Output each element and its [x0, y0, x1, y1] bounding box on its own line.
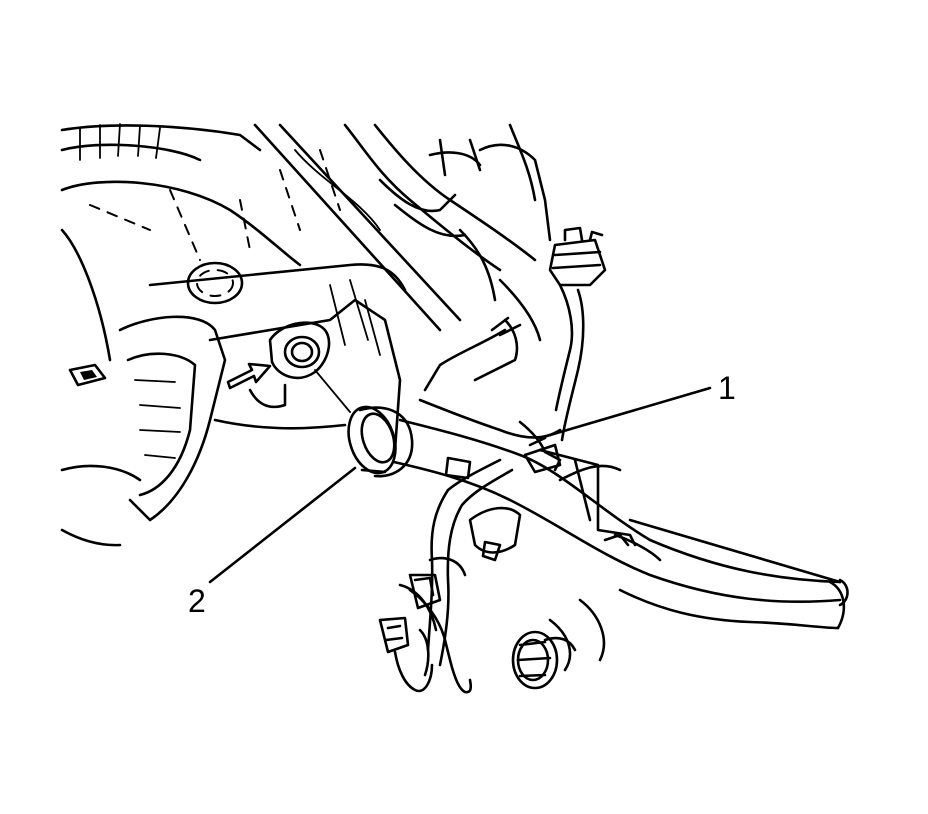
leader-lines	[208, 386, 712, 584]
vapor-lines	[253, 123, 552, 342]
wiring-harness	[378, 226, 607, 694]
fuel-filler-pipe	[383, 418, 849, 690]
fuel-tank	[60, 123, 407, 547]
filler-pipe-seal	[314, 369, 414, 478]
callout-1: 1	[718, 370, 736, 406]
tank-neck-opening	[226, 321, 331, 390]
callout-2: 2	[188, 583, 206, 619]
